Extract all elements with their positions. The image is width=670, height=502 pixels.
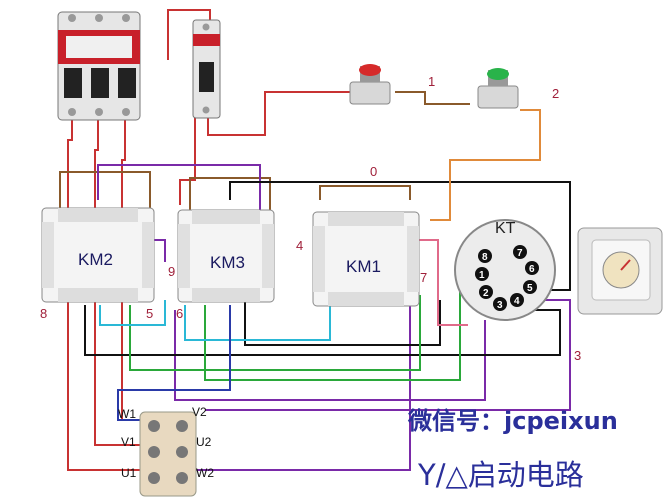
wire-number-5: 5 (146, 306, 153, 321)
wire-number-9: 9 (168, 264, 175, 279)
terminal-v2: V2 (192, 405, 207, 419)
wire-brown-1 (59, 171, 151, 210)
wire-three (84, 305, 561, 356)
timer-pins: 1 2 3 4 5 6 7 8 (475, 245, 539, 311)
wire-number-7: 7 (420, 270, 427, 285)
svg-text:2: 2 (483, 288, 489, 299)
svg-text:1: 1 (479, 270, 485, 281)
wire-cyan-2 (184, 305, 331, 341)
wire-cyan-1 (99, 300, 166, 326)
time-relay (577, 227, 663, 315)
wire-v2 (205, 299, 571, 411)
stop-button (349, 64, 391, 105)
svg-text:3: 3 (497, 300, 503, 311)
terminal-u1: U1 (121, 466, 137, 480)
svg-text:7: 7 (517, 248, 523, 259)
wire-number-6: 6 (176, 306, 183, 321)
contactor-km1: KM1 (312, 211, 420, 307)
wire-numbers: 0 1 2 3 4 5 6 7 8 9 (40, 74, 581, 363)
kt-label: KT (495, 220, 516, 237)
wire-number-1: 1 (428, 74, 435, 89)
terminal-w2: W2 (196, 466, 214, 480)
wire-l (179, 112, 196, 205)
wire-number-3: 3 (574, 348, 581, 363)
km1-label: KM1 (346, 257, 381, 276)
motor-terminal-block: W1 V1 U1 V2 U2 W2 (118, 405, 214, 497)
wire-w2 (195, 305, 411, 471)
km3-label: KM3 (210, 253, 245, 272)
wire-zero (229, 181, 571, 291)
start-button (477, 68, 519, 109)
terminal-w1: W1 (118, 407, 136, 421)
wire-number-8: 8 (40, 306, 47, 321)
wire-feed (167, 9, 211, 60)
wire-green-2 (129, 295, 421, 371)
wire-black-2 (244, 300, 441, 346)
terminal-v1: V1 (121, 435, 136, 449)
svg-text:5: 5 (527, 283, 533, 294)
wechat-watermark: 微信号：jcpeixun (408, 407, 618, 435)
diagram-title: Y/△启动电路 (418, 458, 584, 492)
control-breaker (192, 19, 221, 119)
wire-v1 (94, 120, 145, 446)
contactor-km3: KM3 (177, 209, 275, 303)
wires (59, 9, 571, 471)
wire-blue (117, 305, 231, 421)
wire-number-2: 2 (552, 86, 559, 101)
wire-brown-3 (319, 185, 411, 200)
svg-text:6: 6 (529, 264, 535, 275)
start-button-cap (487, 68, 509, 80)
wire-purple-2 (150, 239, 166, 262)
terminal-u2: U2 (196, 435, 212, 449)
km2-label: KM2 (78, 250, 113, 269)
svg-text:4: 4 (514, 296, 520, 307)
contactor-km2: KM2 (41, 207, 155, 303)
wire-two (430, 109, 541, 221)
wire-pink (418, 239, 468, 326)
wire-brown-2 (189, 177, 271, 210)
timer-socket: KT 1 2 3 4 5 6 7 8 (454, 219, 556, 321)
wire-one (395, 91, 470, 105)
wire-control (207, 91, 355, 136)
svg-text:8: 8 (482, 252, 488, 263)
wire-number-4: 4 (296, 238, 303, 253)
main-breaker (57, 11, 141, 121)
wire-u1 (67, 120, 145, 471)
wire-purple-1 (97, 164, 261, 210)
stop-button-cap (359, 64, 381, 76)
wire-number-0: 0 (370, 164, 377, 179)
